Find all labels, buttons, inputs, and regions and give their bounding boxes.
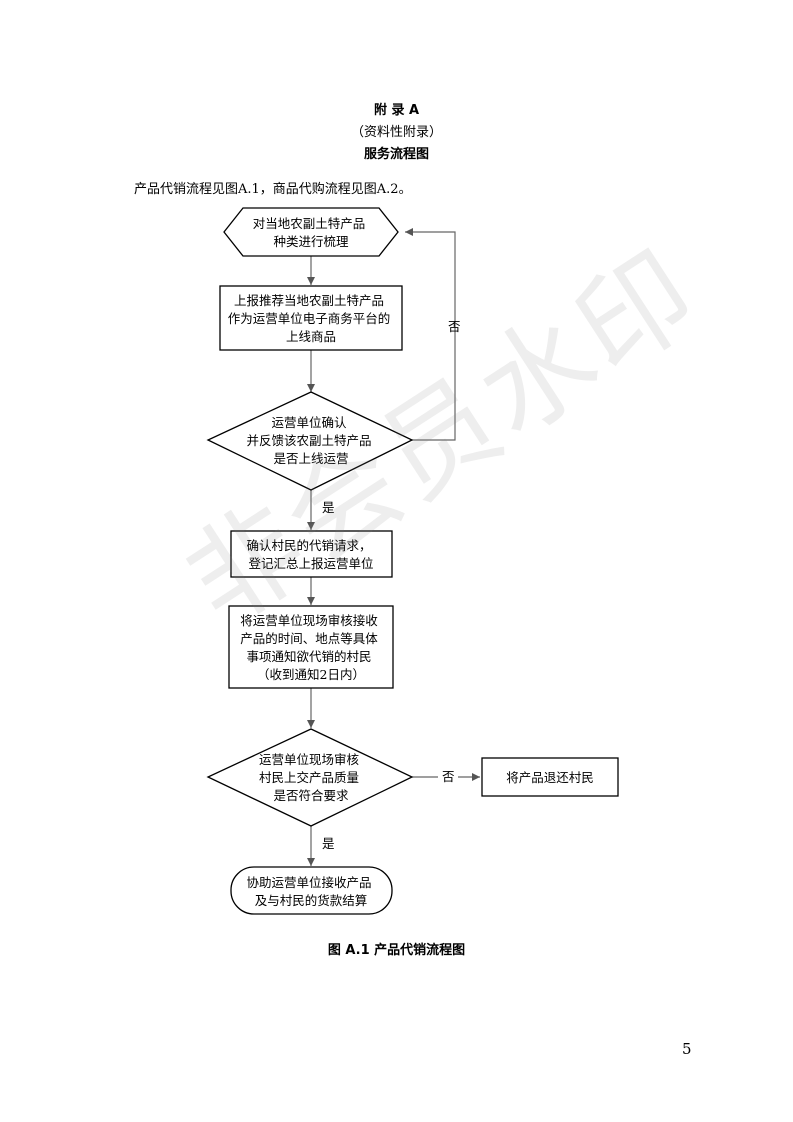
- confirm-box-label: 确认村民的代销请求， 登记汇总上报运营单位: [247, 538, 376, 571]
- page-number: 5: [682, 1040, 692, 1058]
- notify-box: [228, 605, 394, 689]
- decision-quality-diamond: [206, 728, 414, 827]
- report-box-label: 上报推荐当地农副土特产品 作为运营单位电子商务平台的 上线商品: [228, 293, 395, 344]
- figure-caption: 图 A.1 产品代销流程图: [327, 943, 466, 958]
- return-box: [481, 757, 619, 797]
- decision-quality-label: 运营单位现场审核 村民上交产品质量 是否符合要求: [259, 752, 363, 803]
- start-node-label: 对当地农副土特产品 种类进行梳理: [253, 216, 370, 249]
- confirm-box: [230, 530, 393, 578]
- decision-confirm-diamond: [206, 391, 414, 491]
- label-no-quality: 否: [442, 769, 455, 784]
- section-title: 服务流程图: [363, 147, 429, 162]
- appendix-note: （资料性附录）: [350, 125, 442, 140]
- start-node-hexagon: [223, 207, 399, 257]
- return-box-label: 将产品退还村民: [506, 770, 594, 785]
- arrow-decision-no-loop: [405, 228, 456, 441]
- label-yes-confirm: 是: [322, 500, 335, 515]
- label-yes-quality: 是: [322, 836, 335, 851]
- report-box: [219, 285, 403, 351]
- notify-box-label: 将运营单位现场审核接收 产品的时间、地点等具体 事项通知欲代销的村民 （收到通知…: [240, 613, 382, 682]
- decision-confirm-label: 运营单位确认 并反馈该农副土特产品 是否上线运营: [247, 415, 376, 466]
- appendix-title: 附 录 A: [373, 103, 420, 118]
- intro-text: 产品代销流程见图A.1，商品代购流程见图A.2。: [134, 182, 412, 197]
- label-no-loop: 否: [448, 319, 461, 334]
- end-node-terminal: [230, 866, 393, 915]
- end-node-label: 协助运营单位接收产品 及与村民的货款结算: [247, 875, 376, 908]
